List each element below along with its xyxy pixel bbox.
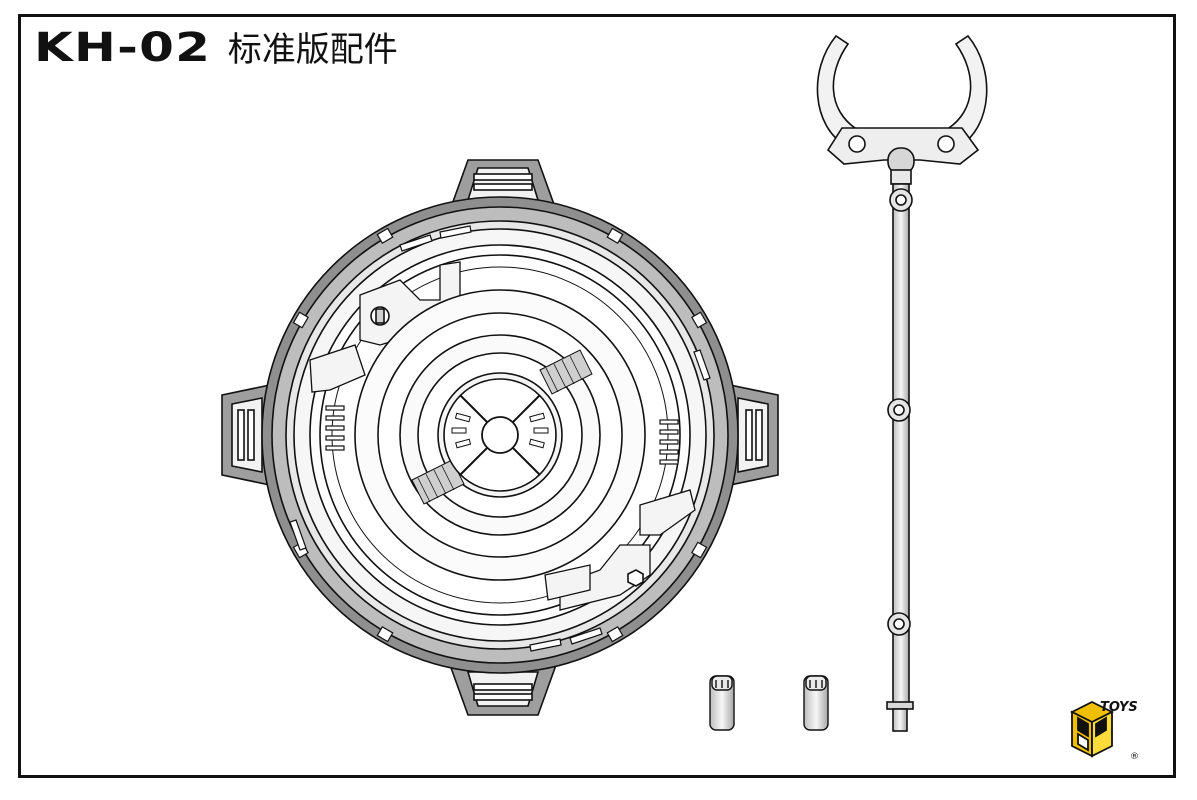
- peg-2: [803, 675, 829, 731]
- base-tab-bottom: [448, 664, 558, 716]
- brand-logo: [1069, 700, 1115, 758]
- page-title: KH-02 标准版配件: [34, 22, 398, 71]
- display-base: [221, 159, 779, 716]
- support-arm: [816, 34, 988, 732]
- registered-mark: ®: [1130, 752, 1139, 762]
- peg-1: [709, 675, 735, 731]
- product-code: KH-02: [34, 25, 212, 71]
- title-label: 标准版配件: [227, 30, 398, 70]
- brand-wordmark: TOYS: [1100, 700, 1138, 715]
